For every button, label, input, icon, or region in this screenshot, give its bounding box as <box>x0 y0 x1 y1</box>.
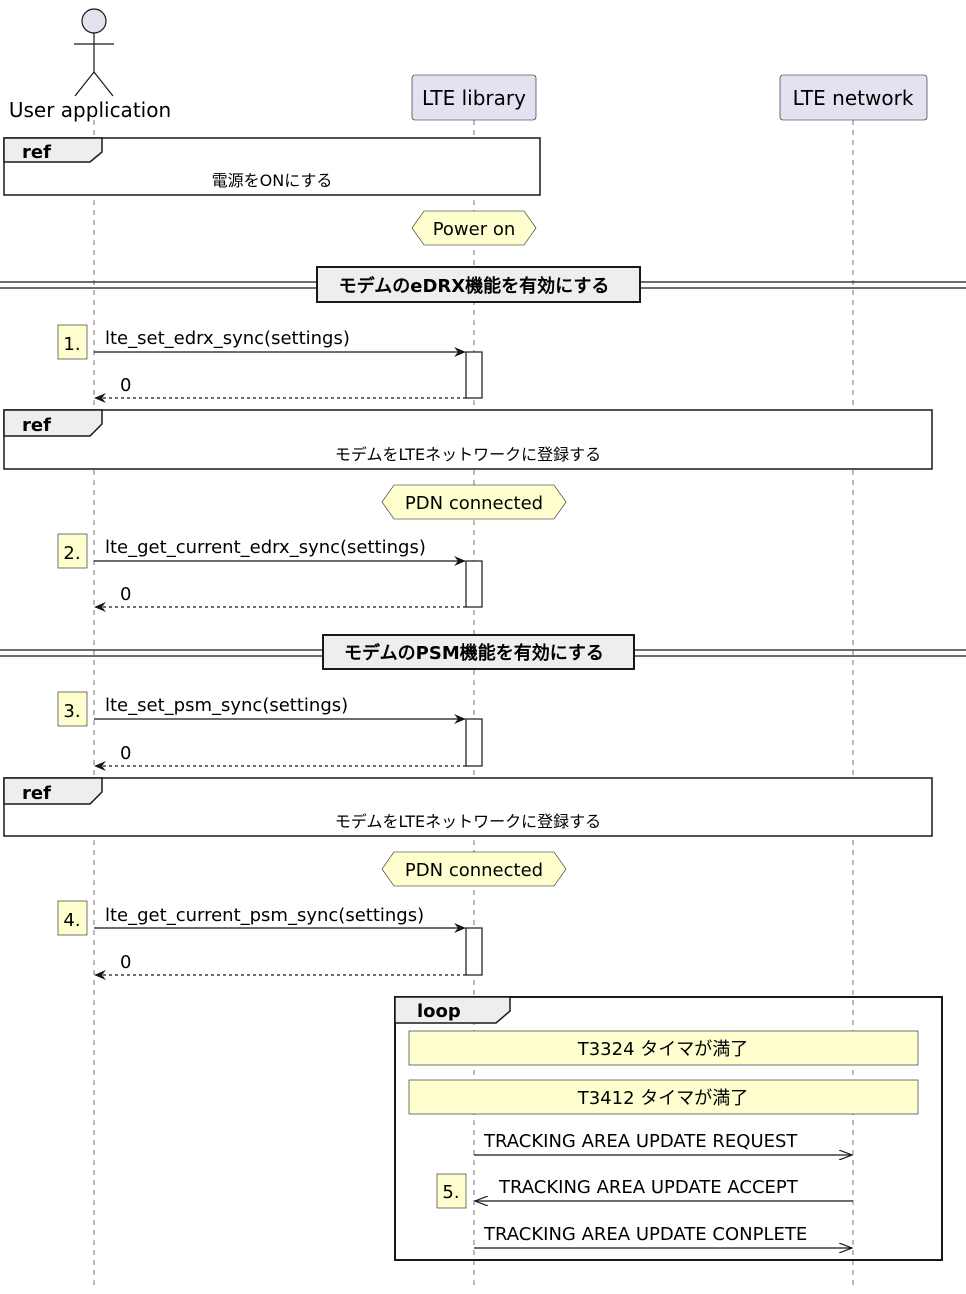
svg-text:モデムのeDRX機能を有効にする: モデムのeDRX機能を有効にする <box>339 275 610 297</box>
step-label-2: 2. <box>63 543 80 564</box>
step-label-4: 4. <box>63 910 80 931</box>
step-note-2 <box>57 533 88 569</box>
return-label-1: 0 <box>120 375 131 396</box>
timer-note-t3324-text: T3324 タイマが満了 <box>577 1039 749 1060</box>
divider-psm: モデムのPSM機能を有効にする <box>0 634 966 670</box>
step-note-1 <box>57 324 88 360</box>
state-pdn-connected-1: PDN connected <box>381 484 567 520</box>
participant-net-box <box>779 74 928 121</box>
participant-net-label: LTE network <box>793 86 914 110</box>
participant-lib-label: LTE library <box>422 86 526 110</box>
state-pdn-connected-2: PDN connected <box>381 851 567 887</box>
ref-frame-register-2: ref モデムをLTEネットワークに登録する <box>3 777 933 837</box>
ref-text: 電源をONにする <box>212 171 333 190</box>
ref-text: モデムをLTEネットワークに登録する <box>335 445 601 464</box>
loop-frame: loop <box>394 996 943 1261</box>
step-label-5: 5. <box>442 1182 459 1203</box>
actor-label: User application <box>9 98 171 122</box>
tau-accept-label: TRACKING AREA UPDATE ACCEPT <box>498 1177 799 1198</box>
svg-text:Power on: Power on <box>433 219 516 240</box>
actor-figure <box>74 8 114 97</box>
ref-tag: ref <box>22 142 51 163</box>
message-label-2: lte_get_current_edrx_sync(settings) <box>105 537 426 558</box>
ref-frame-power-on: ref 電源をONにする <box>3 137 541 196</box>
message-label-3: lte_set_psm_sync(settings) <box>105 695 348 716</box>
timer-note-t3412 <box>408 1079 919 1115</box>
ref-tag: ref <box>22 415 51 436</box>
step-label-1: 1. <box>63 334 80 355</box>
step-note-4 <box>57 900 88 936</box>
activation-1 <box>465 351 483 399</box>
loop-tag: loop <box>417 1001 461 1022</box>
svg-text:モデムのPSM機能を有効にする: モデムのPSM機能を有効にする <box>344 642 604 664</box>
return-label-2: 0 <box>120 584 131 605</box>
svg-text:PDN connected: PDN connected <box>405 860 543 881</box>
activation-4 <box>465 927 483 976</box>
participant-lib-box <box>411 74 537 121</box>
message-label-4: lte_get_current_psm_sync(settings) <box>105 905 424 926</box>
ref-tag: ref <box>22 783 51 804</box>
return-label-3: 0 <box>120 743 131 764</box>
tau-complete-label: TRACKING AREA UPDATE CONPLETE <box>483 1224 807 1245</box>
tau-request-label: TRACKING AREA UPDATE REQUEST <box>483 1131 798 1152</box>
divider-edrx: モデムのeDRX機能を有効にする <box>0 266 966 303</box>
activation-2 <box>465 560 483 608</box>
message-label-1: lte_set_edrx_sync(settings) <box>105 328 350 349</box>
step-note-5 <box>436 1173 467 1209</box>
svg-text:PDN connected: PDN connected <box>405 493 543 514</box>
return-label-4: 0 <box>120 952 131 973</box>
state-power-on: Power on <box>411 210 537 246</box>
step-note-3 <box>57 691 88 727</box>
ref-frame-register-1: ref モデムをLTEネットワークに登録する <box>3 409 933 470</box>
timer-note-t3412-text: T3412 タイマが満了 <box>577 1088 749 1109</box>
step-label-3: 3. <box>63 701 80 722</box>
activation-3 <box>465 718 483 767</box>
ref-text: モデムをLTEネットワークに登録する <box>335 812 601 831</box>
timer-note-t3324 <box>408 1030 919 1066</box>
